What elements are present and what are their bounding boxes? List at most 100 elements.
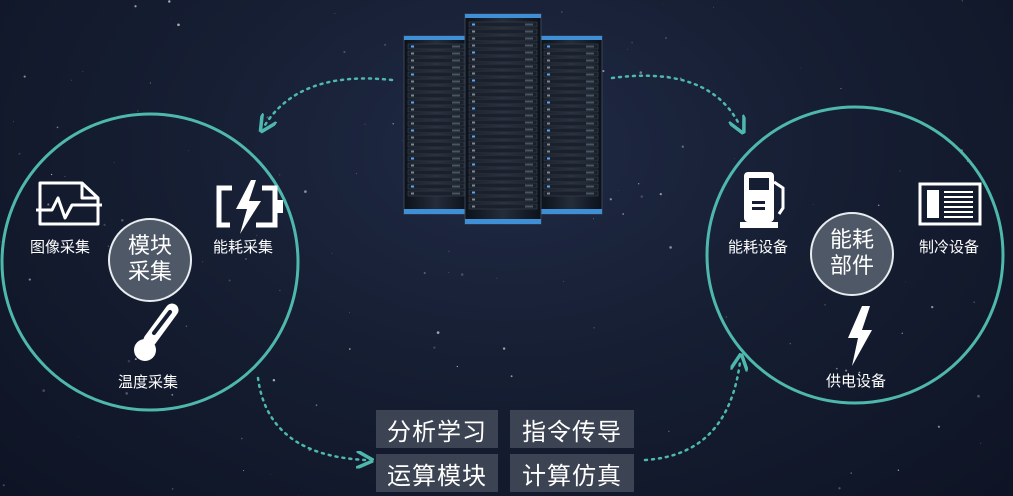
rack-led xyxy=(411,192,414,195)
rack-led xyxy=(472,30,475,33)
rack-unit xyxy=(407,78,465,85)
rack-handle xyxy=(586,192,594,195)
energy-collect-label: 能耗采集 xyxy=(213,238,274,256)
star xyxy=(168,0,171,3)
rack-top-glow xyxy=(465,14,541,18)
rack-unit xyxy=(407,141,465,148)
rack-unit xyxy=(468,70,538,77)
star xyxy=(961,0,963,2)
rack-unit xyxy=(468,77,538,84)
rack-unit xyxy=(468,84,538,91)
rack-handle xyxy=(586,52,594,55)
rack-led xyxy=(472,177,475,180)
rack-led xyxy=(411,66,414,69)
rack-handle xyxy=(525,107,533,110)
rack-unit xyxy=(543,71,599,78)
lightning-icon xyxy=(848,306,872,366)
star xyxy=(392,123,394,125)
star xyxy=(971,254,973,256)
rack-handle xyxy=(525,23,533,26)
rack-handle xyxy=(525,58,533,61)
rack-led xyxy=(472,128,475,131)
rack-unit xyxy=(468,21,538,28)
rack-unit xyxy=(468,168,538,175)
rack-unit xyxy=(468,175,538,182)
star xyxy=(349,312,350,314)
rack-led xyxy=(472,100,475,103)
star xyxy=(789,343,791,345)
rack-handle xyxy=(452,52,460,55)
rack-led xyxy=(411,115,414,118)
star xyxy=(42,389,46,392)
right-hub-label: 能耗部件 xyxy=(829,228,874,279)
rack-unit xyxy=(468,182,538,189)
rack-led xyxy=(472,86,475,89)
star xyxy=(510,375,513,378)
rack-unit xyxy=(407,71,465,78)
star xyxy=(640,195,644,198)
rack-handle xyxy=(525,79,533,82)
arrow-server-to-right xyxy=(610,74,740,126)
rack-unit xyxy=(407,106,465,113)
rack-handle xyxy=(586,164,594,167)
rack-handle xyxy=(452,80,460,83)
rack-unit xyxy=(407,120,465,127)
star xyxy=(47,203,50,206)
rack-unit xyxy=(543,50,599,57)
image-collect-label: 图像采集 xyxy=(30,238,91,256)
rack-unit xyxy=(468,98,538,105)
rack-unit xyxy=(407,85,465,92)
rack-handle xyxy=(452,94,460,97)
star xyxy=(905,281,907,283)
rack-led xyxy=(547,122,550,125)
rack-unit xyxy=(407,183,465,190)
rack-bottom-glow xyxy=(404,209,468,214)
star xyxy=(659,192,662,196)
rack-handle xyxy=(586,185,594,188)
rack-unit xyxy=(468,35,538,42)
rack-led xyxy=(547,52,550,55)
star xyxy=(897,469,900,471)
rack-led xyxy=(547,108,550,111)
rack-led xyxy=(547,157,550,160)
rack-led xyxy=(472,135,475,138)
image-chart-icon xyxy=(36,181,102,226)
rack-handle xyxy=(525,177,533,180)
rack-led xyxy=(472,37,475,40)
rack-handle xyxy=(586,45,594,48)
function-box-command: 指令传导 xyxy=(510,410,634,448)
star xyxy=(899,170,901,172)
rack-led xyxy=(547,45,550,48)
star xyxy=(188,150,190,152)
rack-handle xyxy=(525,86,533,89)
arrow-functions-to-right xyxy=(643,362,740,462)
rack-handle xyxy=(525,170,533,173)
rack-handle xyxy=(452,73,460,76)
rack-led xyxy=(547,73,550,76)
rack-led xyxy=(411,101,414,104)
rack-led xyxy=(411,80,414,83)
star xyxy=(733,158,735,160)
star xyxy=(980,442,982,444)
star xyxy=(617,190,619,192)
rack-led xyxy=(411,178,414,181)
rack-led xyxy=(411,122,414,125)
star xyxy=(18,152,21,155)
rack-handle xyxy=(452,115,460,118)
rack-unit xyxy=(407,155,465,162)
rack-led xyxy=(472,44,475,47)
thermometer-icon xyxy=(134,303,179,361)
star xyxy=(838,487,841,490)
rack-unit xyxy=(543,113,599,120)
star xyxy=(77,436,79,438)
rack-led xyxy=(411,59,414,62)
rack-led xyxy=(411,171,414,174)
rack-handle xyxy=(586,80,594,83)
rack-handle xyxy=(525,37,533,40)
rack-led xyxy=(547,59,550,62)
star xyxy=(256,234,258,236)
rack-led xyxy=(411,185,414,188)
rack-led xyxy=(472,198,475,201)
rack-led xyxy=(411,129,414,132)
